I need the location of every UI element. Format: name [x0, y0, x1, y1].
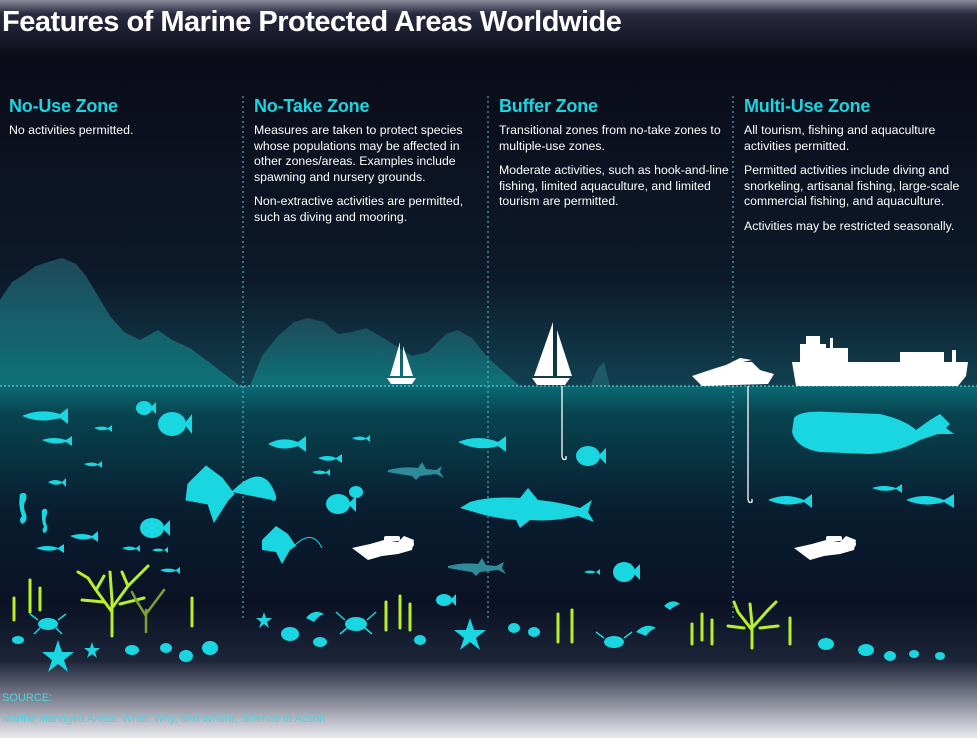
whale-icon — [792, 411, 954, 454]
zone-description: Non-extractive activities are permitted,… — [254, 194, 464, 224]
coral-icon — [76, 564, 150, 638]
manta-ray-icon — [262, 526, 296, 564]
coral-icon — [130, 588, 166, 634]
zone-description: Measures are taken to protect species wh… — [254, 123, 463, 184]
cargo-ship-icon — [792, 336, 968, 386]
starfish-icon — [42, 612, 486, 672]
shark-icon — [388, 462, 444, 480]
mountain-silhouette — [250, 318, 520, 386]
seahorse-icon — [19, 492, 48, 533]
coral-icon — [726, 600, 780, 650]
zone-no-use: No-Use Zone No activities permitted. — [9, 96, 241, 148]
fishing-line-hook-icon — [561, 386, 753, 504]
rock-icon — [12, 623, 945, 662]
crab-icon — [38, 617, 624, 648]
shrimp-icon — [306, 601, 680, 636]
zone-heading: No-Use Zone — [9, 96, 118, 116]
shark-icon — [448, 558, 506, 576]
zone-multi-use: Multi-Use Zone All tourism, fishing and … — [744, 96, 976, 243]
crab-legs — [29, 611, 633, 639]
zone-heading: No-Take Zone — [254, 96, 370, 116]
shark-icon — [460, 488, 594, 528]
source-label: SOURCE: — [2, 692, 53, 704]
zone-heading: Buffer Zone — [499, 96, 598, 116]
scuba-diver-icon — [352, 536, 414, 560]
mountain-silhouette — [590, 362, 610, 386]
fish-icon — [22, 401, 954, 606]
sailboat-icon — [532, 322, 572, 385]
manta-ray-tail — [293, 537, 323, 549]
sailboat-icon — [387, 342, 416, 384]
manta-ray-icon — [185, 465, 277, 524]
mountain-silhouette — [0, 258, 240, 386]
zone-buffer: Buffer Zone Transitional zones from no-t… — [499, 96, 731, 219]
zone-description: Moderate activities, such as hook-and-li… — [499, 163, 729, 208]
zone-description: Transitional zones from no-take zones to… — [499, 123, 721, 153]
zone-no-take: No-Take Zone Measures are taken to prote… — [254, 96, 486, 234]
zone-description: Activities may be restricted seasonally. — [744, 218, 955, 233]
zone-heading: Multi-Use Zone — [744, 96, 871, 116]
yacht-icon — [692, 358, 774, 386]
source-citation: Marine Managed Areas: What, Why, and Whe… — [2, 713, 326, 725]
page-title: Features of Marine Protected Areas World… — [2, 6, 622, 38]
zone-description: No activities permitted. — [9, 123, 134, 137]
zone-description: All tourism, fishing and aquaculture act… — [744, 123, 936, 153]
scuba-diver-icon — [794, 536, 856, 560]
seaweed-icon — [12, 578, 792, 646]
zone-description: Permitted activities include diving and … — [744, 163, 960, 208]
